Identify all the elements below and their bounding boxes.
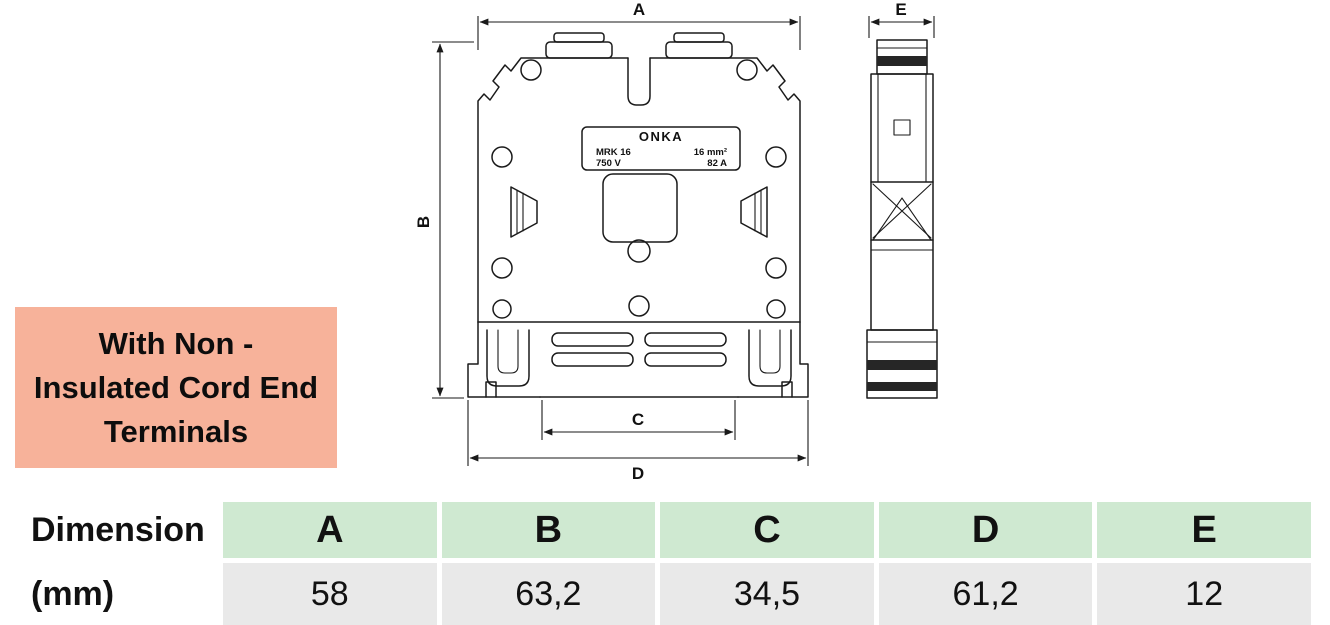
table-value-d: 61,2 xyxy=(878,563,1093,625)
dim-label-e: E xyxy=(895,0,906,19)
table-col-header-d: D xyxy=(878,502,1093,558)
rating-plate: ONKA MRK 16 16 mm² 750 V 82 A xyxy=(581,126,741,171)
model-text: MRK 16 xyxy=(596,147,631,158)
din-rail-foot xyxy=(467,321,809,398)
dimension-e: E xyxy=(868,0,935,38)
product-label-line1: With Non - xyxy=(98,325,254,361)
table-col-header-b: B xyxy=(441,502,656,558)
table-row-header-mm: (mm) xyxy=(25,563,218,625)
dimension-c: C xyxy=(541,400,736,440)
table-value-c: 34,5 xyxy=(660,563,874,625)
table-value-b: 63,2 xyxy=(441,563,656,625)
product-label: With Non - Insulated Cord End Terminals xyxy=(15,307,337,468)
table-col-header-e: E xyxy=(1097,502,1311,558)
section-text: 16 mm² xyxy=(694,147,727,158)
dim-label-d: D xyxy=(632,464,644,483)
table-col-header-c: C xyxy=(660,502,874,558)
product-label-line3: Terminals xyxy=(103,413,249,449)
centre-cavity xyxy=(602,173,678,243)
front-view: ONKA MRK 16 16 mm² 750 V 82 A xyxy=(467,32,809,398)
dim-label-c: C xyxy=(632,410,644,429)
current-text: 82 A xyxy=(707,158,727,169)
wire-funnels xyxy=(510,186,768,238)
side-view xyxy=(866,39,938,399)
clamp-screw-left xyxy=(520,32,613,81)
technical-drawing: A E B C D xyxy=(414,0,938,483)
dim-label-b: B xyxy=(414,216,433,228)
brand-text: ONKA xyxy=(639,129,683,144)
table-value-e: 12 xyxy=(1097,563,1311,625)
dimension-a: A xyxy=(477,0,801,50)
clamp-screw-right xyxy=(665,32,758,81)
voltage-text: 750 V xyxy=(596,158,621,169)
dim-label-a: A xyxy=(633,0,645,19)
table-value-a: 58 xyxy=(223,563,437,625)
product-label-line2: Insulated Cord End xyxy=(33,369,319,405)
dimension-table: Dimension A B C D E (mm) 58 63,2 34,5 61… xyxy=(25,502,1311,625)
mounting-holes xyxy=(491,146,787,319)
table-row-header-dimension: Dimension xyxy=(25,502,218,558)
dimension-d: D xyxy=(467,400,809,483)
table-col-header-a: A xyxy=(223,502,437,558)
dimension-b: B xyxy=(414,41,474,399)
